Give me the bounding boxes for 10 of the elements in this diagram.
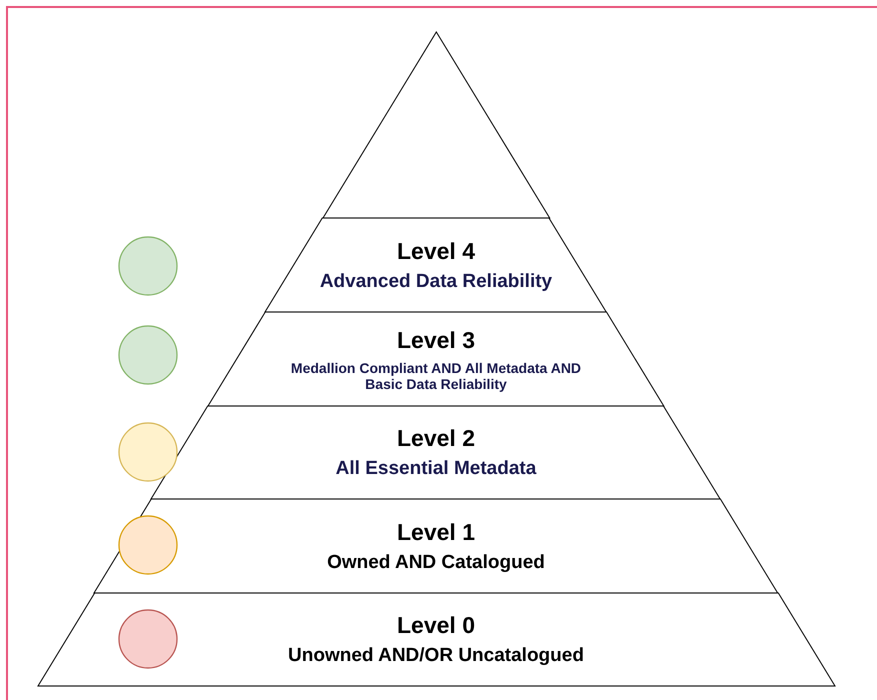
level-description: Advanced Data Reliability [320, 270, 552, 292]
level-heading: Level 1 [396, 518, 475, 546]
level-description: All Essential Metadata [336, 458, 536, 480]
level-heading: Level 0 [397, 612, 475, 639]
level-heading: Level 2 [396, 425, 475, 452]
level-description: Medallion Compliant AND All Metadata AND Basic Data Reliability [290, 360, 582, 392]
level-heading: Level 4 [396, 238, 475, 264]
level-description: Unowned AND/OR Uncatalogued [288, 645, 584, 667]
level-heading: Level 3 [396, 326, 475, 354]
level-description: Owned AND Catalogued [327, 552, 545, 574]
